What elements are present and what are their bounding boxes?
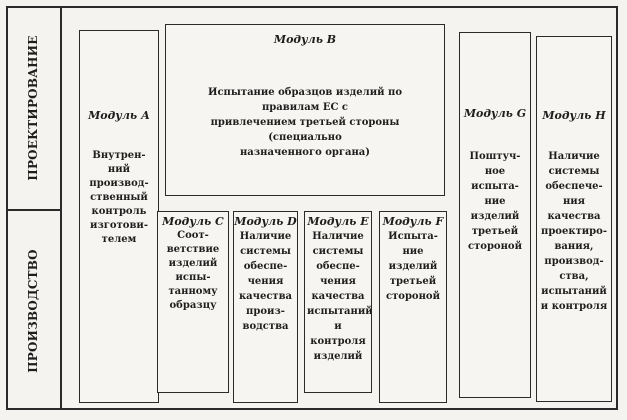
module-f-description: Испыта- ние изделий третьей стороной: [380, 229, 446, 304]
module-c-box: Модуль С Соот- ветствие изделий испы- та…: [157, 211, 229, 393]
module-e-line: качества: [311, 291, 365, 302]
module-a-box: Модуль А Внутрен- ний производ- ственный…: [79, 30, 159, 403]
module-h-title: Модуль Н: [542, 109, 606, 122]
module-a-line: ний: [107, 164, 131, 175]
module-a-line: производ-: [89, 178, 149, 189]
module-a-description: Внутрен- ний производ- ственный контроль…: [80, 149, 158, 247]
module-f-line: стороной: [385, 291, 441, 302]
module-h-line: системы: [548, 166, 600, 177]
module-b-line: Испытание образцов изделий по правилам Е…: [208, 87, 402, 113]
module-b-line: назначенного органа): [239, 147, 371, 158]
module-b-description: Испытание образцов изделий по правилам Е…: [166, 85, 444, 160]
module-e-line: чения: [320, 276, 356, 287]
module-h-box: Модуль Н Наличие системы обеспече- ния к…: [536, 36, 612, 402]
module-b-line: привлечением третьей стороны (специально: [210, 117, 400, 143]
module-g-line: третьей: [471, 226, 519, 237]
module-a-line: телем: [101, 234, 137, 245]
module-d-line: Наличие: [239, 231, 292, 242]
module-h-line: обеспече-: [545, 181, 603, 192]
module-f-line: ние: [402, 246, 424, 257]
module-f-title: Модуль F: [382, 215, 444, 228]
module-g-box: Модуль G Поштуч- ное испыта- ние изделий…: [459, 32, 531, 398]
module-c-line: изделий: [168, 258, 218, 269]
module-c-line: ветствие: [166, 244, 220, 255]
module-d-title: Модуль D: [234, 215, 297, 228]
module-h-description: Наличие системы обеспече- ния качества п…: [537, 149, 611, 314]
module-f-box: Модуль F Испыта- ние изделий третьей сто…: [379, 211, 447, 403]
module-a-line: изготови-: [90, 220, 148, 231]
module-c-line: испы-: [175, 272, 211, 283]
module-a-line: контроль: [91, 206, 147, 217]
design-section: ПРОЕКТИРОВАНИЕ: [6, 6, 62, 211]
module-e-line: и контроля: [310, 321, 366, 347]
module-g-line: стороной: [467, 241, 523, 252]
module-d-line: произ-: [246, 306, 285, 317]
module-a-title: Модуль А: [88, 109, 150, 122]
module-h-line: и контроля: [540, 301, 608, 312]
module-h-line: проектиро-: [541, 226, 607, 237]
module-e-line: испытаний: [307, 306, 372, 317]
module-d-line: качества: [238, 291, 293, 302]
module-d-line: водства: [242, 321, 289, 332]
module-b-title: Модуль В: [273, 33, 337, 46]
module-a-line: Внутрен-: [92, 150, 146, 161]
module-e-line: системы: [312, 246, 364, 257]
module-g-title: Модуль G: [463, 107, 527, 120]
module-g-line: ние: [484, 196, 506, 207]
module-h-line: ния качества: [547, 196, 601, 222]
module-a-line: ственный: [90, 192, 148, 203]
module-c-title: Модуль С: [162, 215, 224, 228]
module-e-box: Модуль Е Наличие системы обеспе- чения к…: [304, 211, 372, 393]
module-b-box: Модуль В Испытание образцов изделий по п…: [165, 24, 445, 196]
module-d-line: чения: [247, 276, 284, 287]
module-c-line: Соот-: [177, 230, 209, 241]
module-h-line: испытаний: [541, 286, 607, 297]
module-d-line: системы: [240, 246, 291, 257]
module-c-line: образцу: [169, 300, 217, 311]
module-e-title: Модуль Е: [307, 215, 369, 228]
module-c-description: Соот- ветствие изделий испы- танному обр…: [158, 229, 228, 313]
module-g-line: изделий: [470, 211, 520, 222]
module-d-line: обеспе-: [243, 261, 288, 272]
module-e-line: изделий: [313, 351, 363, 362]
module-h-line: Наличие: [548, 151, 600, 162]
module-h-line: ства,: [559, 271, 589, 282]
module-f-line: третьей: [389, 276, 437, 287]
module-d-description: Наличие системы обеспе- чения качества п…: [234, 229, 297, 334]
module-e-line: обеспе-: [316, 261, 360, 272]
module-d-box: Модуль D Наличие системы обеспе- чения к…: [233, 211, 298, 403]
module-h-line: вания,: [554, 241, 594, 252]
module-g-line: Поштуч-: [469, 151, 521, 162]
module-e-description: Наличие системы обеспе- чения качества и…: [305, 229, 371, 364]
production-section: ПРОИЗВОДСТВО: [6, 211, 62, 410]
module-c-line: танному: [168, 286, 218, 297]
module-h-line: производ-: [544, 256, 604, 267]
design-section-label: ПРОЕКТИРОВАНИЕ: [26, 34, 40, 181]
module-g-description: Поштуч- ное испыта- ние изделий третьей …: [460, 149, 530, 254]
production-section-label: ПРОИЗВОДСТВО: [26, 248, 40, 373]
module-g-line: ное испыта-: [471, 166, 519, 192]
module-f-line: изделий: [388, 261, 438, 272]
module-f-line: Испыта-: [388, 231, 438, 242]
outer-frame: [6, 6, 618, 410]
module-e-line: Наличие: [312, 231, 364, 242]
